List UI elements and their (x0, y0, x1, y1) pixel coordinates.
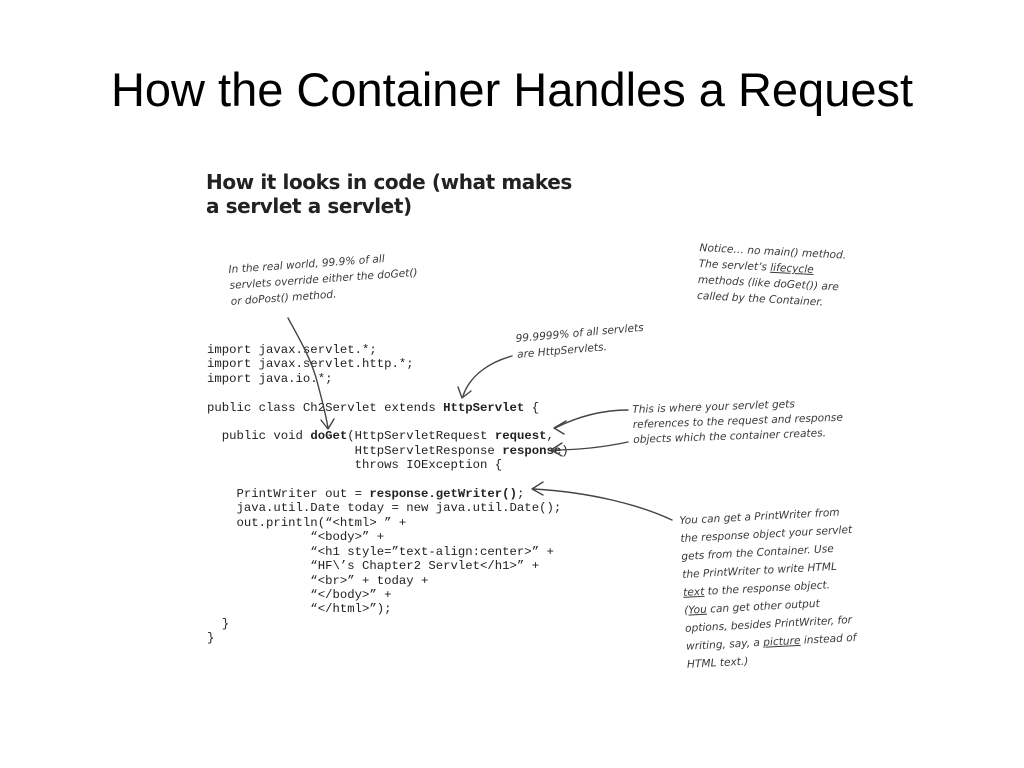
code-line-14: “<br>” + today + (207, 573, 429, 588)
note-references: This is where your servlet gets referenc… (632, 396, 844, 448)
code-line-4: public class Ch2Servlet extends HttpServ… (207, 401, 539, 415)
code-listing: import javax.servlet.*; import javax.ser… (207, 343, 569, 646)
note-notice: Notice… no main() method. The servlet’s … (697, 240, 847, 312)
code-line-15: “</body>” + (207, 587, 392, 602)
code-text: HttpServletResponse (207, 443, 503, 458)
code-line-12: “<h1 style=”text-align:center>” + (207, 544, 554, 559)
figure-heading-line-1: How it looks in code (what makes (206, 170, 572, 194)
code-line-18: } (207, 631, 215, 646)
code-text: , (546, 429, 554, 444)
note-printwriter-text: writing, say, a (685, 636, 764, 653)
code-text: (HttpServletRequest (347, 429, 495, 444)
code-keyword-response: response (502, 443, 562, 458)
note-real-world: In the real world, 99.9% of all servlets… (228, 249, 419, 310)
code-text: public class Ch2Servlet extends (207, 400, 444, 415)
code-keyword-request: request (494, 429, 547, 444)
code-line-10: out.println(“<html> ” + (207, 515, 407, 530)
code-keyword-httpservlet: HttpServlet (443, 400, 525, 415)
code-line-2: import javax.servlet.http.*; (207, 357, 414, 372)
code-line-11: “<body>” + (207, 530, 385, 545)
note-printwriter-underlined-you: You (688, 603, 708, 617)
code-line-7: throws IOException { (207, 458, 503, 473)
code-line-16: “</html>”); (207, 602, 392, 617)
code-line-6: HttpServletResponse response) (207, 444, 569, 458)
code-keyword-doget: doGet (310, 429, 348, 444)
code-text: { (524, 400, 540, 415)
note-printwriter-text: instead of (800, 631, 857, 647)
code-line-9: java.util.Date today = new java.util.Dat… (207, 501, 562, 516)
code-text: ) (561, 443, 569, 458)
code-line-13: “HF\’s Chapter2 Servlet</h1>” + (207, 559, 540, 574)
slide-title: How the Container Handles a Request (110, 63, 914, 116)
code-line-5: public void doGet(HttpServletRequest req… (207, 429, 554, 443)
code-keyword-getwriter: response.getWriter() (369, 487, 517, 502)
note-notice-text: The servlet’s (698, 257, 771, 274)
code-line-3: import java.io.*; (207, 371, 333, 386)
figure-heading-line-2: a servlet a servlet) (206, 194, 412, 218)
note-notice-underlined: lifecycle (769, 261, 815, 276)
note-printwriter-underlined-text: text (682, 585, 705, 599)
code-line-1: import javax.servlet.*; (207, 343, 377, 357)
code-line-8: PrintWriter out = response.getWriter(); (207, 487, 525, 502)
code-text: public void (207, 429, 311, 444)
code-text: ; (516, 487, 525, 502)
figure-heading: How it looks in code (what makes a servl… (206, 170, 572, 218)
note-printwriter-underlined-picture: picture (762, 634, 801, 649)
code-line-17: } (207, 616, 230, 631)
note-printwriter: You can get a PrintWriter from the respo… (679, 503, 859, 674)
code-text: PrintWriter out = (207, 487, 370, 502)
